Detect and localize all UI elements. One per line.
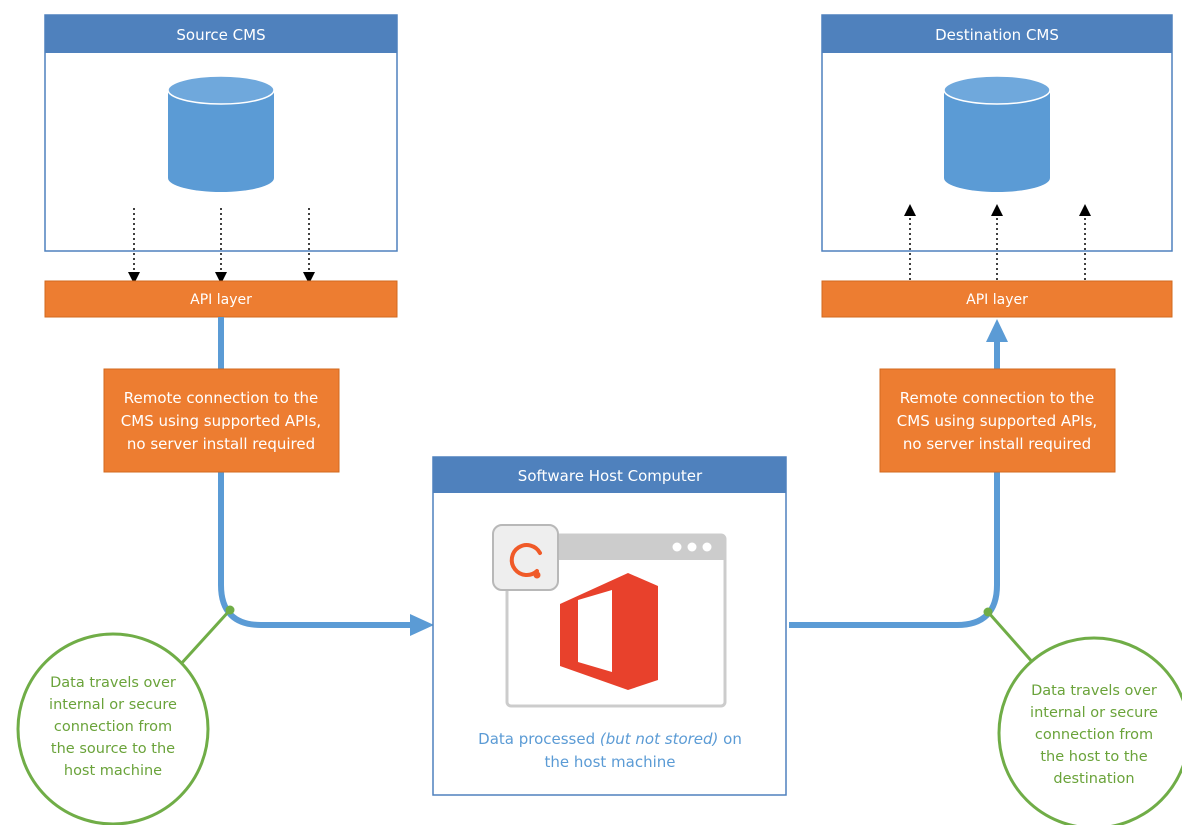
caption-italic: (but not stored) [600,730,719,748]
note-line: Remote connection to the [124,389,319,407]
note-line: no server install required [903,435,1091,453]
bubble-connector-dot [225,605,235,615]
source-to-host-arrowhead [410,614,434,636]
bubble-line: the source to the [51,741,175,757]
bubble-connector [178,608,232,667]
right-info-bubble: Data travels over internal or secure con… [983,607,1182,825]
bubble-line: host machine [64,763,162,779]
software-host-header [433,457,786,493]
host-to-destination-arrowhead [986,319,1008,342]
source-cms-box: Source CMS [44,14,398,284]
bubble-line: Data travels over [50,675,176,691]
source-cms-title: Source CMS [176,26,265,44]
source-connection-note: Remote connection to the CMS using suppo… [103,368,340,473]
note-line: CMS using supported APIs, [897,412,1097,430]
software-host-box: Software Host Computer Data processed (b… [432,456,787,796]
bubble-line: connection from [54,719,172,735]
source-api-label: API layer [190,292,252,308]
note-line: Remote connection to the [900,389,1095,407]
circular-q-logo-icon [492,524,559,591]
destination-cms-title: Destination CMS [935,26,1059,44]
caption-prefix: Data processed [478,730,600,748]
bubble-connector-dot [983,607,993,617]
database-cylinder-icon [167,75,275,192]
office-logo-icon [560,573,658,690]
destination-cms-box: Destination CMS [821,14,1173,280]
bubble-line: the host to the [1040,749,1147,765]
bubble-line: Data travels over [1031,683,1157,699]
source-cms-header [45,15,397,53]
source-api-layer: API layer [44,280,398,318]
note-line: CMS using supported APIs, [121,412,321,430]
bubble-line: internal or secure [49,697,177,713]
bubble-circle [16,632,210,825]
database-cylinder-icon [943,75,1051,192]
host-caption-line-1: Data processed (but not stored) on [478,730,742,748]
destination-api-layer: API layer [821,280,1173,318]
destination-cms-header [822,15,1172,53]
software-host-title: Software Host Computer [518,467,703,485]
bubble-connector [986,611,1037,666]
bubble-line: connection from [1035,727,1153,743]
destination-connection-note: Remote connection to the CMS using suppo… [879,368,1116,473]
bubble-circle [997,636,1182,825]
bubble-line: destination [1053,771,1134,787]
host-caption-line-2: the host machine [545,753,676,771]
bubble-line: internal or secure [1030,705,1158,721]
source-to-host-flow-line [218,317,412,628]
note-line: no server install required [127,435,315,453]
caption-suffix: on [718,730,741,748]
left-info-bubble: Data travels over internal or secure con… [16,605,235,825]
destination-api-label: API layer [966,292,1028,308]
